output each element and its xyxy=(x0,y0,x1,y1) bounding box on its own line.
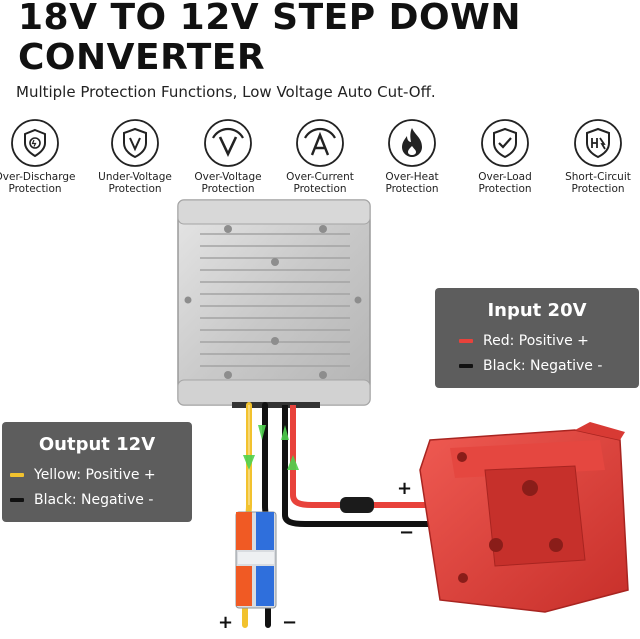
feature-label-line2: Protection xyxy=(385,183,439,195)
converter-housing xyxy=(177,199,371,408)
feature-over-load: Over-Load Protection xyxy=(460,118,550,195)
feature-label-line1: Over-Current xyxy=(286,171,354,183)
battery-minus-sign: − xyxy=(399,522,415,543)
feature-label-line2: Protection xyxy=(201,183,255,195)
black-swatch xyxy=(459,364,473,368)
over-discharge-shield-icon xyxy=(11,119,59,167)
short-circuit-shield-icon xyxy=(574,119,622,167)
output-box-title: Output 12V xyxy=(38,434,156,455)
over-voltage-gauge-icon xyxy=(204,119,252,167)
wire-connectors xyxy=(235,511,277,609)
feature-label-line2: Protection xyxy=(293,183,347,195)
input-red-row: Red: Positive + xyxy=(459,333,639,349)
output-minus-sign: − xyxy=(282,612,298,633)
output-black-row: Black: Negative - xyxy=(10,492,192,508)
feature-label-line1: Under-Voltage xyxy=(98,171,172,183)
under-voltage-shield-icon xyxy=(111,119,159,167)
feature-label-line2: Protection xyxy=(571,183,625,195)
feature-over-current: Over-Current Protection xyxy=(275,118,365,195)
output-plus-sign: + xyxy=(218,612,234,633)
input-red-label: Red: Positive + xyxy=(483,333,589,349)
input-box-title: Input 20V xyxy=(487,300,587,321)
feature-short-circuit: Short-Circuit Protection xyxy=(553,118,640,195)
page-title: 18V TO 12V STEP DOWN CONVERTER xyxy=(18,0,521,78)
battery-adapter xyxy=(419,422,629,613)
feature-label-line1: Over-Load xyxy=(478,171,532,183)
feature-label-line2: Protection xyxy=(478,183,532,195)
battery-plus-sign: + xyxy=(397,478,413,499)
feature-label-line1: Over-Voltage xyxy=(194,171,262,183)
over-load-shield-icon xyxy=(481,119,529,167)
over-current-gauge-icon xyxy=(296,119,344,167)
feature-label-line2: Protection xyxy=(8,183,62,195)
feature-under-voltage: Under-Voltage Protection xyxy=(90,118,180,195)
title-line-2: CONVERTER xyxy=(18,37,266,78)
input-black-row: Black: Negative - xyxy=(459,358,639,374)
output-info-box: Output 12V Yellow: Positive + Black: Neg… xyxy=(2,422,192,522)
feature-label-line1: Over-Heat xyxy=(385,171,439,183)
output-black-label: Black: Negative - xyxy=(34,492,154,508)
black-swatch xyxy=(10,498,24,502)
input-info-box: Input 20V Red: Positive + Black: Negativ… xyxy=(435,288,639,388)
yellow-swatch xyxy=(10,473,24,477)
subtitle: Multiple Protection Functions, Low Volta… xyxy=(16,83,436,101)
feature-label-line2: Protection xyxy=(108,183,162,195)
feature-label-line1: Over-Discharge xyxy=(0,171,76,183)
title-line-1: 18V TO 12V STEP DOWN xyxy=(18,0,521,38)
red-swatch xyxy=(459,339,473,343)
over-heat-flame-icon xyxy=(388,119,436,167)
feature-over-voltage: Over-Voltage Protection xyxy=(183,118,273,195)
flow-arrows xyxy=(243,425,299,470)
input-black-label: Black: Negative - xyxy=(483,358,603,374)
feature-over-discharge: Over-Discharge Protection xyxy=(0,118,80,195)
feature-over-heat: Over-Heat Protection xyxy=(367,118,457,195)
feature-label-line1: Short-Circuit xyxy=(565,171,631,183)
output-yellow-label: Yellow: Positive + xyxy=(34,467,156,483)
input-wires xyxy=(282,405,440,527)
output-yellow-row: Yellow: Positive + xyxy=(10,467,192,483)
